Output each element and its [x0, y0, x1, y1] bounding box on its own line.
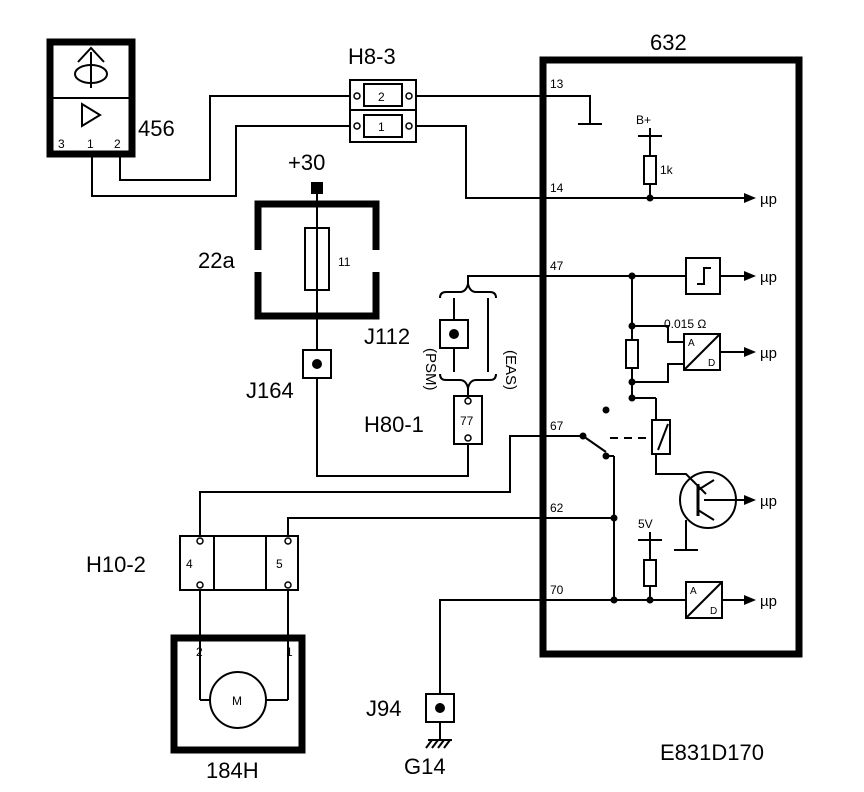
ad1-d: D: [708, 358, 715, 369]
shunt-resistor: [625, 339, 639, 369]
resistor-1k-label: 1k: [660, 163, 674, 177]
sensor-pin-1: 1: [87, 137, 94, 151]
junction-j164-label: J164: [246, 378, 294, 403]
connector-h8-3: 2 1: [349, 79, 417, 143]
wire-pin13: [416, 95, 591, 124]
sensor-pin-3: 3: [58, 137, 65, 151]
h80-pin: 77: [460, 414, 474, 428]
up-label-3: µp: [760, 345, 777, 362]
sensor-eye-icon: [74, 46, 108, 88]
fuse-label: 11: [338, 255, 351, 269]
ad1-a: A: [688, 338, 695, 349]
up-label-2: µp: [760, 269, 777, 286]
motor-box-label: 184H: [206, 758, 259, 783]
wire-pin62: [287, 517, 614, 536]
h10-pin-5: 5: [276, 557, 283, 571]
sensor-triangle-icon: [81, 102, 102, 128]
diagram-code: E831D170: [660, 740, 764, 765]
resistor-5v: [643, 559, 657, 587]
fuse-box-label: 22a: [198, 248, 235, 273]
module-label: 632: [650, 30, 687, 55]
up-label-1: µp: [760, 191, 777, 208]
h8-pin-2: 2: [378, 90, 385, 104]
supply-label: +30: [288, 150, 325, 175]
motor-pin-1: 1: [286, 645, 293, 659]
motor-box-184h: [170, 634, 306, 754]
connector-h8-label: H8-3: [348, 44, 396, 69]
module-pin-67: 67: [550, 419, 564, 433]
ohm-label: 0.015 Ω: [664, 317, 706, 331]
junction-j112-label: J112: [364, 324, 410, 349]
connector-h10-2: 4 5: [179, 535, 299, 591]
module-pin-70: 70: [550, 583, 564, 597]
supply-terminal: [311, 182, 323, 194]
h8-pin-1: 1: [378, 120, 385, 134]
wire-j164-h80: [316, 378, 469, 477]
up-label-5: µp: [760, 593, 777, 610]
sensor-label: 456: [138, 116, 175, 141]
sensor-pin-2: 2: [114, 137, 121, 151]
connector-h10-label: H10-2: [86, 552, 146, 577]
bplus-label: B+: [636, 113, 651, 127]
motor-label: M: [232, 694, 242, 708]
module-pin-47: 47: [550, 259, 564, 273]
wire-pin14: [416, 125, 652, 199]
sensor-456: 3 1 2: [46, 38, 136, 158]
ad2-d: D: [710, 606, 717, 617]
resistor-1k: [643, 155, 657, 185]
module-632: [539, 56, 803, 658]
junction-j94-label: J94: [366, 696, 401, 721]
psm-label: (PSM): [422, 348, 439, 391]
motor: [209, 671, 267, 729]
ground-icon: [425, 739, 452, 749]
motor-pin-2: 2: [196, 645, 203, 659]
module-pin-14: 14: [550, 181, 564, 195]
five-v-label: 5V: [638, 517, 653, 531]
up-label-4: µp: [760, 493, 777, 510]
junction-j94: [425, 693, 455, 723]
ground-label: G14: [404, 754, 446, 779]
connector-h80-1: 77: [453, 395, 483, 445]
eas-label: (EAS): [502, 350, 519, 390]
module-pin-13: 13: [550, 77, 564, 91]
wire-sensor-pin1: [91, 125, 356, 197]
wire-pin67: [199, 435, 580, 536]
module-pin-62: 62: [550, 501, 564, 515]
wire-pin70: [439, 599, 614, 694]
wire-pin47: [467, 275, 716, 284]
wire-sensor-pin2: [119, 95, 356, 181]
ad2-a: A: [690, 586, 697, 597]
connector-h80-label: H80-1: [364, 412, 424, 437]
h10-pin-4: 4: [186, 557, 193, 571]
